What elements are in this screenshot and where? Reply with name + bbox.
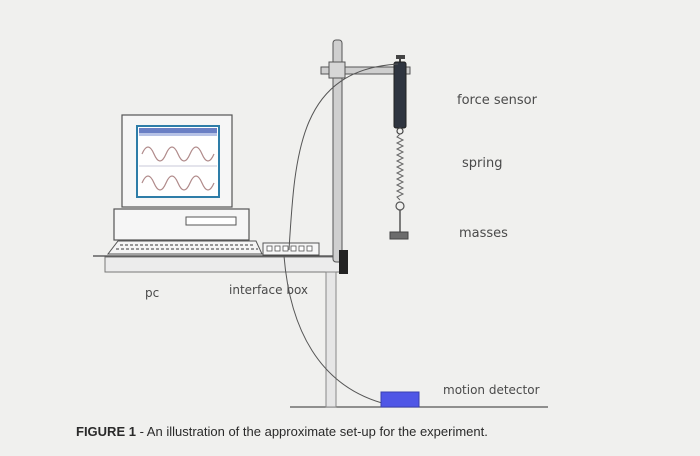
monitor-screen [136,125,220,198]
motion-detector [380,391,420,408]
mass-block [389,231,409,240]
stand-pole [332,39,343,263]
screen-titlebar [139,128,217,133]
masses-label: masses [459,226,508,241]
force-sensor-label: force sensor [457,93,537,108]
detector-cable [283,255,383,404]
spring-hook [395,201,405,211]
table-leg [325,271,337,408]
waveform-top [141,146,215,162]
sensor-cap [396,55,405,59]
table-clamp [339,250,348,274]
motion-detector-label: motion detector [443,383,540,397]
pc-label: pc [145,286,160,300]
interface-box-label: interface box [229,283,309,297]
disk-slot [185,216,237,226]
screen-menubar [139,133,217,136]
force-sensor [393,61,407,129]
caption-prefix: FIGURE 1 [76,424,136,439]
interface-ports [266,245,313,252]
waveform-bottom [141,175,215,191]
stand-boss-clamp [328,61,346,79]
spring [395,133,405,201]
sensor-cable [288,63,399,251]
figure-caption: FIGURE 1 - An illustration of the approx… [76,424,488,439]
spring-label: spring [462,156,503,171]
caption-text: - An illustration of the approximate set… [135,424,488,439]
stand-crossbar [320,66,411,75]
sensor-hook [396,127,404,135]
keyboard [106,240,263,255]
table-edge [104,256,344,273]
